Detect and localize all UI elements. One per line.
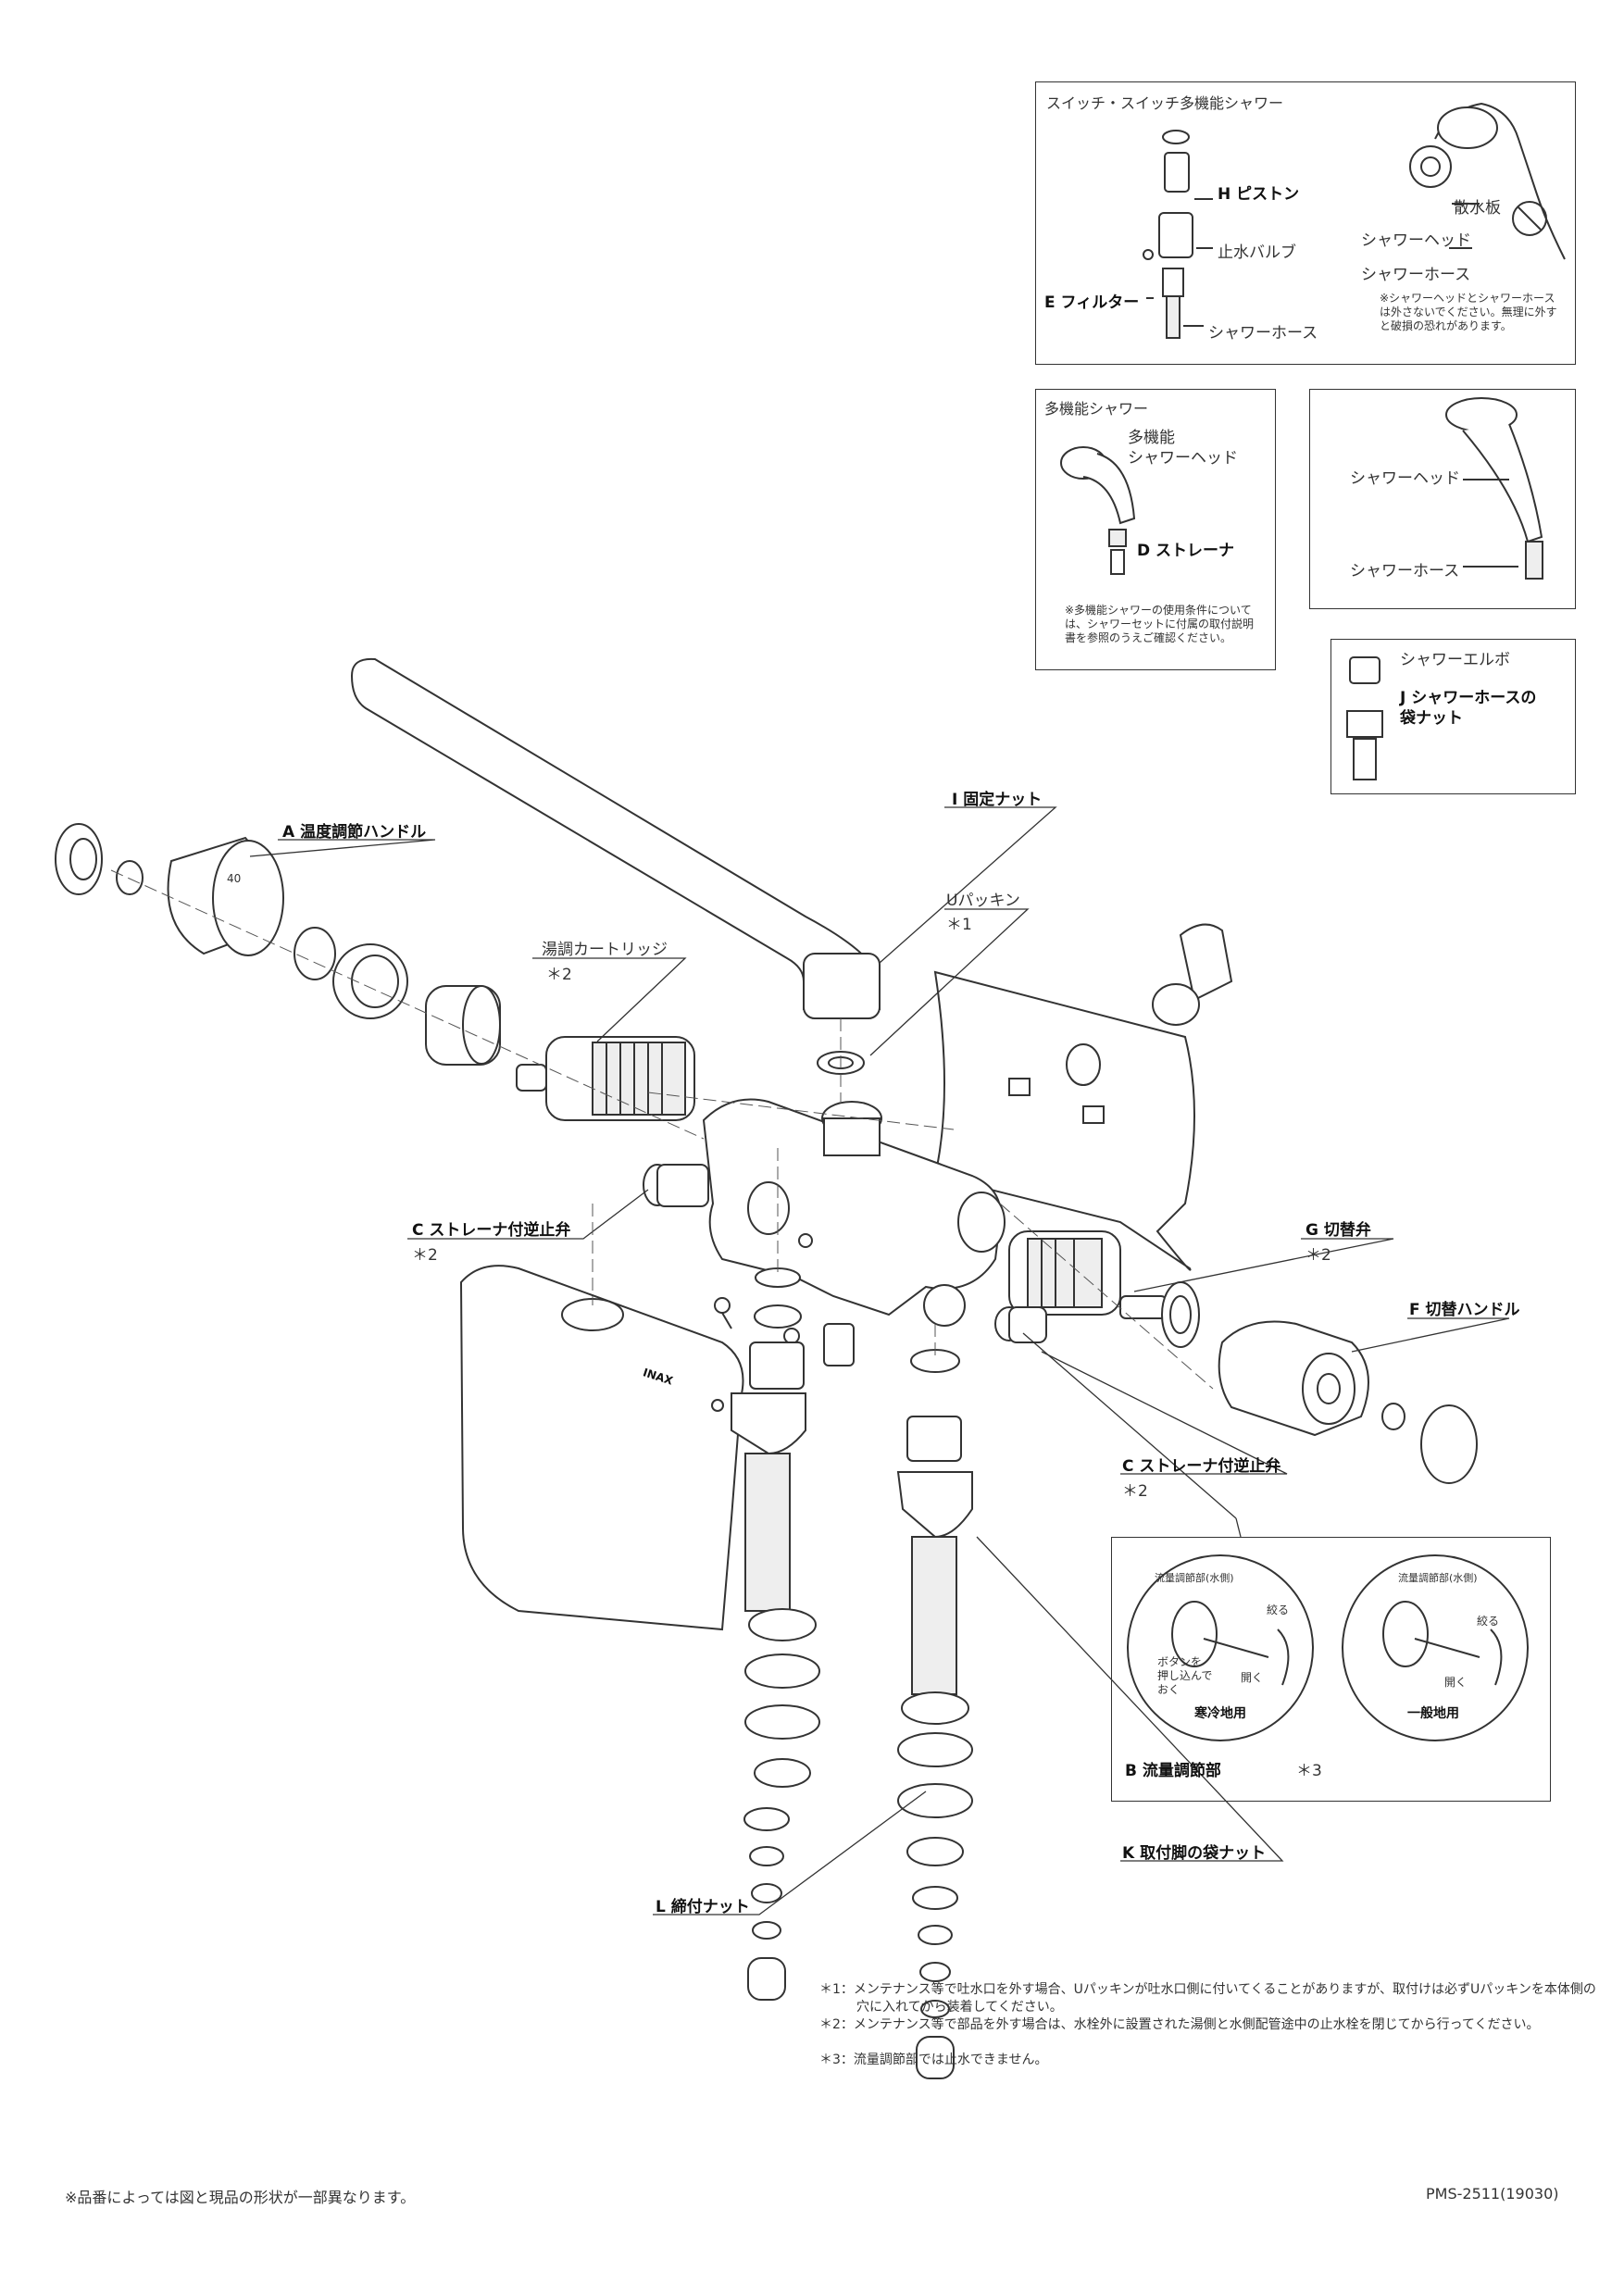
temp-handle-group <box>55 823 695 1121</box>
strainer-check-right-mark: ＊2 <box>1122 1482 1148 1501</box>
strainer-check-left-label: C ストレーナ付逆止弁 <box>412 1221 571 1240</box>
filter-label: E フィルター <box>1044 293 1140 312</box>
multi-shower-title: 多機能シャワー <box>1044 400 1149 418</box>
flow-label-general: 流量調節部(水側) <box>1398 1572 1478 1584</box>
flow-adjust-title: B 流量調節部 <box>1125 1762 1221 1780</box>
standard-hose-label: シャワーホース <box>1350 562 1460 580</box>
leg-right <box>896 1349 973 2079</box>
open-label-general: 開く <box>1444 1676 1468 1689</box>
multi-shower-note: ※多機能シャワーの使用条件については、シャワーセットに付属の取付説明書を参照のう… <box>1065 604 1255 644</box>
hose-nut-label: J シャワーホースの 袋ナット <box>1400 689 1537 728</box>
general-region-label: 一般地用 <box>1407 1706 1459 1721</box>
footnote-3: ＊3：流量調節部では止水できません。 <box>819 2053 1048 2067</box>
switch-shower-parts <box>1143 102 1566 339</box>
switch-shower-title: スイッチ・スイッチ多機能シャワー <box>1046 94 1284 112</box>
switch-hose2-label: シャワーホース <box>1361 266 1471 284</box>
footnote-2: ＊2：メンテナンス等で部品を外す場合は、水栓外に設置された湯側と水側配管途中の止… <box>819 2017 1540 2032</box>
switch-valve-group <box>1008 1230 1478 1484</box>
cold-region-label: 寒冷地用 <box>1194 1706 1246 1721</box>
check-valve-left <box>643 1164 709 1207</box>
strainer-check-right-label: C ストレーナ付逆止弁 <box>1122 1457 1281 1476</box>
flow-adjust-mark: ＊3 <box>1296 1762 1322 1780</box>
flow-label-cold: 流量調節部(水側) <box>1155 1572 1234 1584</box>
strainer-check-left-mark: ＊2 <box>412 1246 438 1265</box>
close-label-general: 絞る <box>1477 1615 1500 1628</box>
check-valve-right <box>994 1306 1047 1343</box>
switch-valve-mark: ＊2 <box>1305 1246 1331 1265</box>
footnote-1: ＊1：メンテナンス等で吐水口を外す場合、Uパッキンが吐水口側に付いてくることがあ… <box>819 1982 1596 2015</box>
cover-box <box>459 1265 744 1631</box>
u-packing-mark: ＊1 <box>946 916 972 934</box>
document-code: PMS-2511(19030) <box>1426 2185 1559 2202</box>
piston-label: H ピストン <box>1218 185 1300 204</box>
handle-scale-mark: 40 <box>227 872 242 885</box>
stop-valve-label: 止水バルブ <box>1218 243 1296 262</box>
standard-shower-parts <box>1445 397 1543 580</box>
footer-note: ※品番によっては図と現品の形状が一部異なります。 <box>65 2189 416 2206</box>
elbow-label: シャワーエルボ <box>1400 651 1510 669</box>
screws <box>714 1297 855 1366</box>
switch-shower-note: ※シャワーヘッドとシャワーホースは外さないでください。無理に外すと破損の恐れがあ… <box>1380 292 1557 332</box>
flow-adjust-detail <box>1127 1554 1529 1741</box>
spray-plate-label: 散水板 <box>1454 199 1501 218</box>
u-packing-label: Uパッキン <box>946 892 1020 910</box>
standard-head-label: シャワーヘッド <box>1350 469 1460 488</box>
leg-nut-label: K 取付脚の袋ナット <box>1122 1844 1267 1863</box>
multi-shower-parts <box>1060 446 1136 575</box>
leg-left <box>731 1267 820 2001</box>
inset-multi-shower <box>1035 389 1276 670</box>
switch-handle-label: F 切替ハンドル <box>1409 1301 1520 1319</box>
fixing-nut-label: I 固定ナット <box>952 791 1043 809</box>
elbow-parts <box>1346 656 1383 780</box>
wall-plate <box>933 923 1233 1271</box>
open-label-cold: 開く <box>1241 1671 1264 1684</box>
tightening-nut-label: L 締付ナット <box>656 1898 750 1916</box>
switch-head-label: シャワーヘッド <box>1361 231 1471 250</box>
close-label-cold: 絞る <box>1267 1603 1290 1616</box>
multi-head-label: 多機能 シャワーヘッド <box>1128 429 1238 468</box>
temp-handle-label: A 温度調節ハンドル <box>282 823 427 842</box>
switch-hose-label: シャワーホース <box>1208 324 1318 343</box>
press-button-label: ボタンを 押し込んで おく <box>1157 1655 1213 1696</box>
cartridge-label: 湯調カートリッジ <box>542 941 668 959</box>
strainer-d-label: D ストレーナ <box>1137 542 1235 560</box>
cartridge-mark: ＊2 <box>546 966 572 984</box>
switch-valve-label: G 切替弁 <box>1305 1221 1371 1240</box>
spout <box>350 657 881 1075</box>
